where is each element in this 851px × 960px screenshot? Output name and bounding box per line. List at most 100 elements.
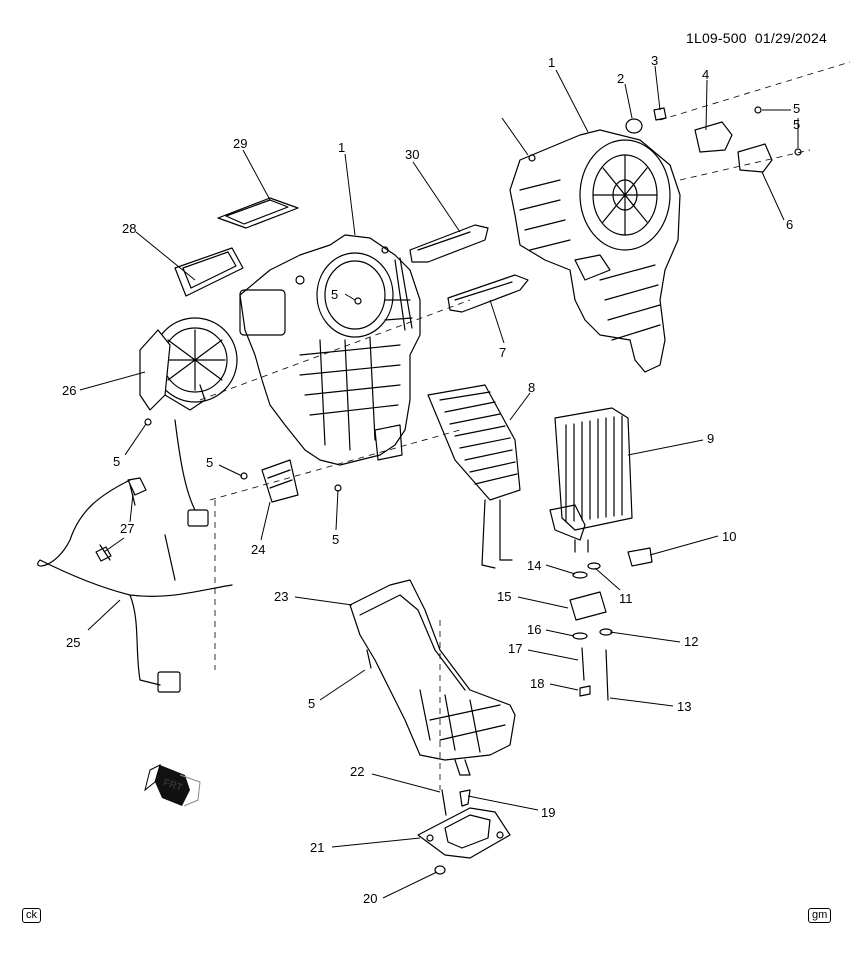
gm-logo-badge: gm	[808, 908, 832, 923]
callout-15: 15	[497, 589, 512, 604]
bracket-30	[409, 224, 489, 263]
leader-line	[87, 599, 121, 631]
projection-line	[199, 299, 471, 401]
harness-connector	[157, 671, 181, 693]
leader-line	[242, 149, 271, 201]
grommet-2	[625, 118, 643, 134]
leader-line	[260, 501, 271, 541]
callout-5c: 5	[331, 287, 339, 302]
leader-line	[509, 392, 531, 421]
leader-line	[594, 567, 621, 591]
diagram-header: 1L09-500 01/29/2024	[686, 30, 827, 46]
callout-1: 1	[548, 55, 556, 70]
callout-8: 8	[528, 380, 536, 395]
housing-front	[239, 234, 421, 466]
callout-5: 5	[793, 101, 801, 116]
leader-line	[489, 299, 505, 344]
diagram-id: 1L09-500	[685, 30, 747, 46]
leader-line	[135, 231, 196, 281]
leader-line	[501, 117, 529, 156]
leader-line	[545, 564, 576, 575]
callout-5f: 5	[332, 532, 340, 547]
projection-line	[659, 61, 851, 121]
bracket-7	[447, 274, 529, 313]
housing-rear	[509, 129, 681, 373]
leader-line	[218, 464, 243, 477]
leader-line	[654, 65, 661, 111]
leader-line	[344, 293, 356, 301]
leader-line	[412, 161, 461, 233]
leader-line	[545, 629, 575, 637]
callout-6: 6	[786, 217, 794, 232]
drain-pan-23	[349, 579, 516, 776]
leader-line	[609, 631, 681, 643]
leader-line	[129, 493, 134, 523]
callout-28: 28	[122, 221, 137, 236]
callout-4: 4	[702, 67, 710, 82]
callout-27: 27	[120, 521, 135, 536]
callout-20: 20	[363, 891, 378, 906]
clip-3	[653, 107, 667, 121]
mount-bracket-21	[417, 807, 511, 859]
callout-9: 9	[707, 431, 715, 446]
leader-line	[627, 439, 704, 456]
leader-line	[319, 669, 366, 701]
leader-line	[335, 489, 339, 531]
leader-line	[549, 683, 579, 691]
harness-connector	[187, 509, 209, 527]
callout-5g: 5	[308, 696, 316, 711]
leader-line	[609, 697, 674, 707]
leader-line	[705, 79, 708, 131]
leader-line	[103, 537, 125, 553]
gasket-28	[174, 247, 244, 297]
leader-line	[331, 837, 421, 848]
callout-25: 25	[66, 635, 81, 650]
callout-5b: 5	[793, 117, 801, 132]
clip-10	[627, 547, 653, 567]
callout-12: 12	[684, 634, 699, 649]
leader-line	[79, 371, 146, 391]
callout-1b: 1	[338, 140, 346, 155]
front-direction-arrow	[144, 764, 201, 807]
heater-core-8	[427, 384, 521, 569]
leader-line	[761, 171, 785, 221]
callout-7: 7	[499, 345, 507, 360]
callout-11: 11	[619, 591, 633, 606]
hardware	[144, 106, 802, 875]
projection-line	[679, 149, 811, 181]
leader-line	[382, 871, 438, 899]
diagram-date: 01/29/2024	[754, 30, 827, 46]
blower-motor-26	[139, 317, 238, 411]
callout-17: 17	[508, 641, 523, 656]
leader-line	[649, 535, 719, 556]
callout-30: 30	[405, 147, 420, 162]
callout-5d: 5	[113, 454, 121, 469]
leader-line	[467, 795, 539, 811]
callout-29: 29	[233, 136, 248, 151]
callout-13: 13	[677, 699, 692, 714]
callout-23: 23	[274, 589, 289, 604]
callout-26: 26	[62, 383, 77, 398]
callout-18: 18	[530, 676, 545, 691]
actuator-6	[737, 143, 773, 173]
callout-19: 19	[541, 805, 556, 820]
clip-27	[95, 546, 112, 562]
leader-line	[624, 83, 633, 119]
leader-line	[527, 649, 579, 661]
leader-line	[294, 596, 353, 606]
ck-badge: ck	[22, 908, 41, 923]
sensor-27	[127, 477, 147, 496]
callout-5e: 5	[206, 455, 214, 470]
callout-14: 14	[527, 558, 542, 573]
leader-line	[124, 423, 147, 456]
callout-16: 16	[527, 622, 542, 637]
evaporator-9	[549, 407, 633, 553]
callout-21: 21	[310, 840, 325, 855]
leader-line	[555, 69, 589, 133]
resistor-24	[261, 459, 299, 503]
callout-2: 2	[617, 71, 625, 86]
callout-24: 24	[251, 542, 266, 557]
callout-22: 22	[350, 764, 365, 779]
leader-line	[517, 596, 569, 609]
